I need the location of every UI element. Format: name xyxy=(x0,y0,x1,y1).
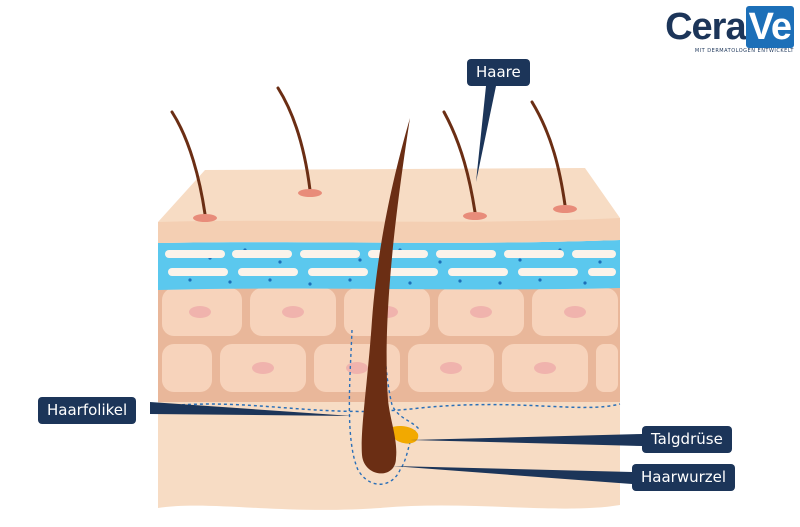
brand-name-part1: Cera xyxy=(665,6,746,48)
label-follicle: Haarfolikel xyxy=(38,397,137,424)
label-hair-root: Haarwurzel xyxy=(632,464,736,491)
brand-name-part2: Ve xyxy=(745,6,794,48)
label-leaders xyxy=(150,86,642,484)
dermis-boundary xyxy=(157,403,621,413)
label-hair: Haare xyxy=(467,59,530,86)
label-sebaceous-gland: Talgdrüse xyxy=(642,426,732,453)
hair-pores xyxy=(193,189,577,222)
brand-wordmark: CeraVe xyxy=(665,6,794,48)
barrier-lipids xyxy=(165,250,616,276)
surface-hairs xyxy=(170,86,567,216)
brand-logo: CeraVe MIT DERMATOLOGEN ENTWICKELT xyxy=(665,6,794,54)
main-hair-shaft xyxy=(361,118,410,474)
brand-tagline: MIT DERMATOLOGEN ENTWICKELT xyxy=(694,48,794,54)
cell-nuclei xyxy=(189,306,586,374)
sebaceous-gland xyxy=(390,426,419,444)
